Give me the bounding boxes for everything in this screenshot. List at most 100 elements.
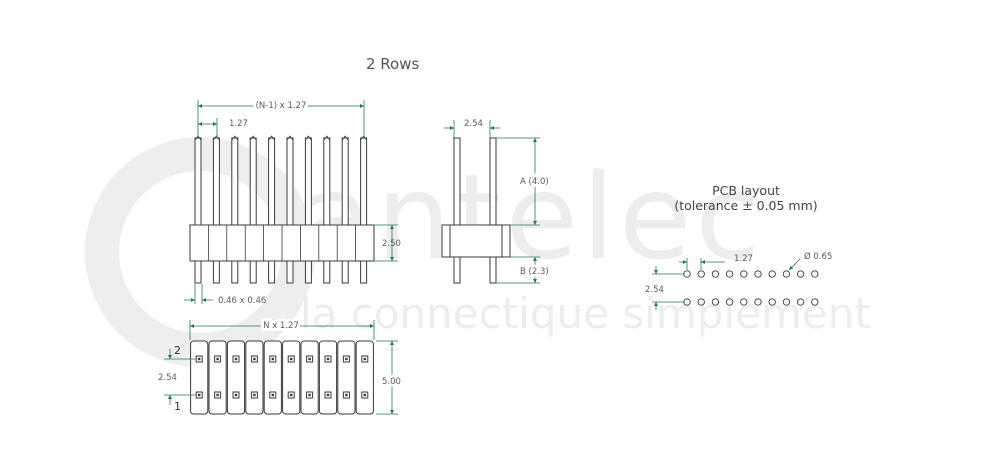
- side-dim-pitch-label: 2.54: [464, 119, 483, 129]
- top-dim-width-label: 5.00: [382, 377, 401, 387]
- pcb-holes: [683, 270, 819, 306]
- top-pin-dot: [271, 357, 274, 361]
- pcb-title-line-2: (tolerance ± 0.05 mm): [674, 198, 818, 213]
- front-pin-tip: [249, 135, 257, 141]
- top-cell: [226, 340, 246, 415]
- pcb-hole: [782, 298, 791, 306]
- top-cell: [190, 340, 209, 415]
- front-view: (N-1) x 1.27 1.27 2.50 0.46 x 0.46: [184, 98, 401, 306]
- side-pin-right: [489, 137, 497, 284]
- pcb-dim-hole-label: Ø 0.65: [804, 251, 832, 262]
- pcb-title-line-1: PCB layout: [712, 183, 780, 198]
- top-row-label-2: 2: [174, 344, 181, 357]
- top-cells: [190, 340, 374, 415]
- pcb-hole: [754, 298, 762, 306]
- top-cell: [337, 340, 356, 415]
- top-pin-dot: [253, 393, 256, 397]
- side-view: 2.54 A (4.0) B (2.3): [441, 119, 551, 284]
- front-pin: [286, 137, 294, 284]
- side-dim-b-label: B (2.3): [520, 267, 549, 277]
- pcb-hole: [811, 298, 819, 306]
- front-pins: [194, 135, 368, 284]
- top-pin-dot: [345, 357, 348, 361]
- top-cell: [245, 340, 264, 415]
- side-pin-left: [453, 137, 461, 284]
- front-pin: [323, 137, 331, 284]
- pcb-hole: [754, 270, 762, 278]
- front-pin: [231, 137, 239, 284]
- front-pin-tip: [323, 135, 331, 141]
- front-pin-tip: [341, 135, 349, 141]
- top-pin-dot: [326, 357, 330, 361]
- top-pin-dot: [234, 393, 238, 397]
- top-cell: [355, 340, 374, 415]
- top-pin-dot: [308, 357, 311, 361]
- top-cell: [318, 340, 338, 415]
- pcb-hole: [697, 298, 705, 306]
- side-dim-a-label: A (4.0): [520, 177, 549, 187]
- top-view: N x 1.27 5.00 2.54 2 1: [158, 318, 403, 415]
- front-dim-total-label: (N-1) x 1.27: [256, 101, 307, 111]
- front-body-dividers: [207, 225, 357, 261]
- front-pin: [304, 137, 312, 284]
- top-pin-dot: [198, 357, 201, 361]
- top-pin-dot: [290, 393, 293, 397]
- top-pin-dot: [198, 393, 201, 397]
- top-cell: [208, 340, 227, 415]
- pcb-layout-title: PCB layout (tolerance ± 0.05 mm): [660, 183, 832, 213]
- pcb-hole: [768, 270, 776, 278]
- pcb-hole: [683, 270, 691, 278]
- top-pin-dot: [326, 393, 330, 397]
- front-pin: [341, 137, 349, 284]
- front-pin: [212, 137, 220, 284]
- top-dim-length-label: N x 1.27: [263, 321, 299, 331]
- pcb-dim-hpitch-label: 1.27: [734, 254, 753, 264]
- pcb-hole: [811, 270, 819, 278]
- pcb-layout: 2.54 1.27 Ø 0.65: [645, 251, 832, 310]
- pcb-hole: [796, 298, 805, 306]
- side-body: [441, 224, 511, 258]
- top-cell: [282, 340, 301, 415]
- pcb-hole: [711, 298, 720, 306]
- page-title: 2 Rows: [366, 55, 420, 73]
- pcb-hole: [697, 270, 705, 278]
- pcb-hole: [725, 270, 734, 278]
- front-pin-tip: [231, 135, 239, 141]
- top-pin-dot: [345, 393, 348, 397]
- front-dim-height-label: 2.50: [382, 239, 401, 249]
- pcb-hole: [740, 298, 748, 306]
- pcb-hole: [711, 270, 720, 278]
- top-pin-dot: [253, 357, 256, 361]
- top-pin-dot: [363, 393, 366, 397]
- top-pin-dot: [234, 357, 238, 361]
- pcb-dim-pitch-label: 2.54: [645, 285, 664, 295]
- top-pin-dot: [216, 357, 219, 361]
- front-dim-pin-label: 0.46 x 0.46: [218, 296, 266, 306]
- front-pin-tip: [286, 135, 294, 141]
- pcb-hole: [768, 298, 776, 306]
- top-pin-dot: [308, 393, 311, 397]
- front-pin-tip: [305, 135, 312, 141]
- top-cell: [300, 340, 319, 415]
- top-pin-dot: [363, 357, 366, 361]
- front-pin: [249, 137, 257, 284]
- front-pin-tip: [268, 135, 275, 141]
- front-dim-pitch-label: 1.27: [229, 119, 248, 129]
- front-pin: [268, 137, 276, 284]
- top-pin-dot: [271, 393, 274, 397]
- front-pin-tip: [213, 135, 220, 141]
- pcb-hole: [796, 270, 805, 278]
- top-pin-dot: [290, 357, 293, 361]
- pcb-hole: [782, 270, 791, 278]
- pcb-dim-hole-leader: [788, 258, 801, 271]
- watermark-brand: antelec: [300, 148, 764, 286]
- watermark-tagline: la connectique simplement: [300, 289, 871, 338]
- pcb-hole: [725, 298, 734, 306]
- top-pin-dot: [216, 393, 219, 397]
- top-row-label-1: 1: [174, 400, 181, 413]
- top-dim-pitch-label: 2.54: [158, 373, 177, 383]
- top-cell: [263, 340, 282, 415]
- pcb-hole: [740, 270, 748, 278]
